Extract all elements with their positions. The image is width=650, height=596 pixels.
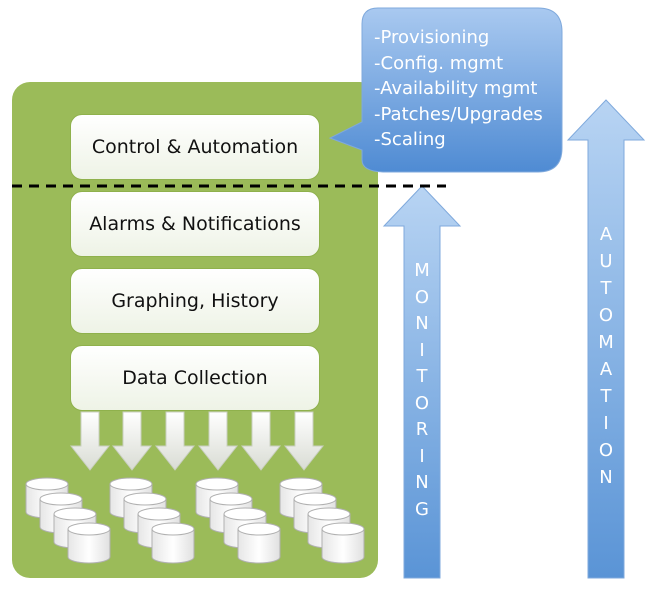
vertical-letter: N <box>599 467 613 488</box>
vertical-letter: I <box>419 339 425 361</box>
down-arrow-icon <box>240 411 282 471</box>
callout-list: -Provisioning -Config. mgmt -Availabilit… <box>374 25 554 153</box>
callout-item: -Provisioning <box>374 27 490 48</box>
automation-arrow <box>566 99 646 579</box>
callout-item: -Scaling <box>374 129 446 150</box>
data-collection-box: Data Collection <box>70 345 320 411</box>
vertical-letter: I <box>603 413 609 434</box>
callout-item: -Availability mgmt <box>374 78 538 99</box>
vertical-letter: G <box>415 498 429 520</box>
vertical-letter: A <box>599 224 613 245</box>
down-arrow-icon <box>69 411 111 471</box>
alarms-notifications-label: Alarms & Notifications <box>89 213 301 235</box>
database-cylinder-icon <box>151 522 195 564</box>
graphing-history-label: Graphing, History <box>111 290 279 312</box>
vertical-letter: T <box>600 278 612 299</box>
vertical-letter: O <box>414 286 430 308</box>
vertical-letter: I <box>419 445 425 467</box>
vertical-letter: N <box>415 313 429 334</box>
down-arrow-icon <box>283 411 325 471</box>
database-cylinder-icon <box>321 522 365 564</box>
database-cylinder-icon <box>237 522 281 564</box>
down-arrow-icon <box>197 411 239 471</box>
vertical-letter: O <box>598 305 614 326</box>
database-cylinder-icon <box>67 522 111 564</box>
down-arrow-icon <box>111 411 153 471</box>
alarms-notifications-box: Alarms & Notifications <box>70 191 320 257</box>
monitoring-arrow <box>382 185 462 579</box>
down-arrow-icon <box>154 411 196 471</box>
vertical-letter: M <box>414 260 430 281</box>
vertical-letter: O <box>414 392 430 414</box>
control-automation-box: Control & Automation <box>70 114 320 180</box>
vertical-letter: R <box>415 419 429 440</box>
callout-item: -Config. mgmt <box>374 52 504 74</box>
vertical-letter: U <box>599 251 613 272</box>
vertical-letter: O <box>598 440 614 461</box>
callout-item: -Patches/Upgrades <box>374 103 543 125</box>
control-automation-label: Control & Automation <box>91 136 299 158</box>
graphing-history-box: Graphing, History <box>70 268 320 334</box>
callout-bubble <box>328 7 563 173</box>
vertical-letter: A <box>599 359 613 380</box>
data-collection-label: Data Collection <box>122 367 268 389</box>
vertical-letter: T <box>416 366 428 387</box>
vertical-letter: N <box>415 472 429 493</box>
vertical-letter: T <box>600 386 612 407</box>
vertical-letter: M <box>598 332 614 353</box>
